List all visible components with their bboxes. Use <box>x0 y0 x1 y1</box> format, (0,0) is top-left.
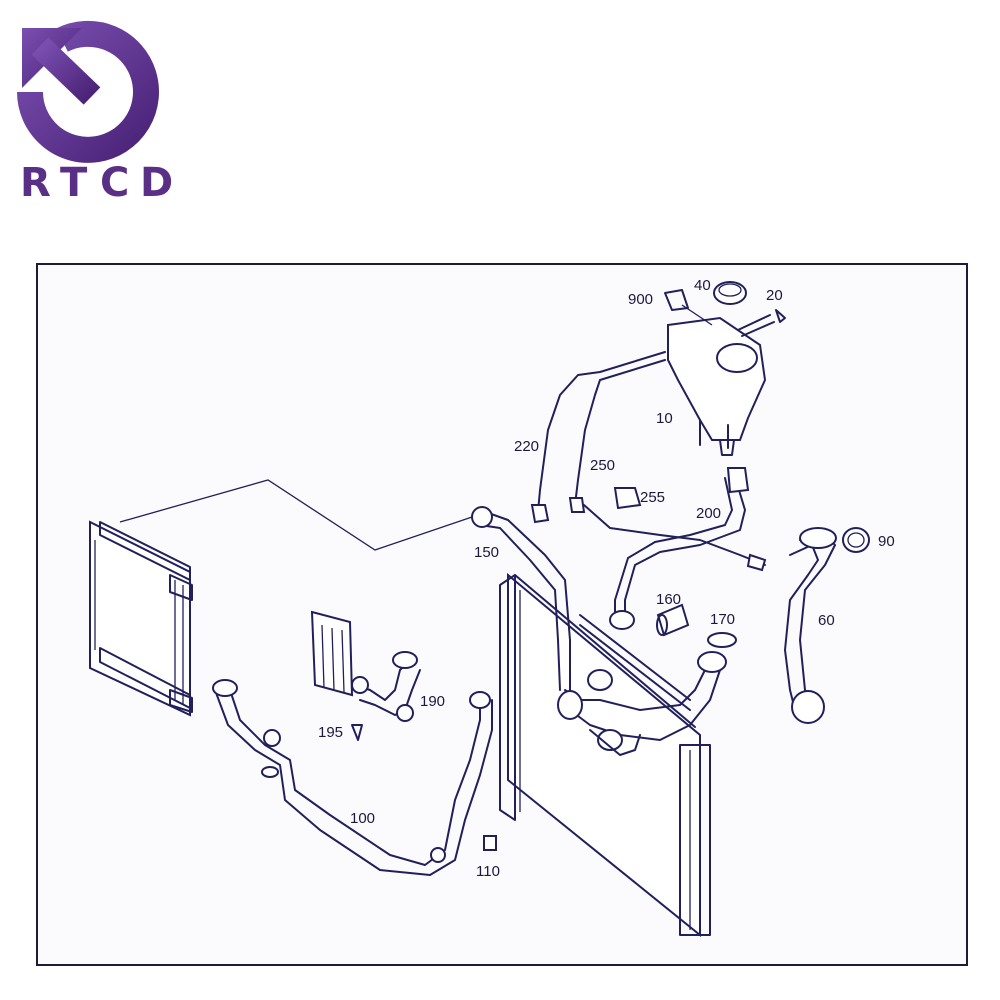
logo-letter-t: T <box>60 160 88 206</box>
expansion-tank <box>667 316 767 456</box>
label-150: 150 <box>474 544 499 561</box>
label-40: 40 <box>694 277 711 294</box>
label-170: 170 <box>710 611 735 628</box>
label-190: 190 <box>420 693 445 710</box>
rtcd-logo <box>17 20 159 163</box>
circular-arrow-icon <box>17 20 159 163</box>
tank-cap <box>713 281 747 305</box>
sleeve-160 <box>656 603 690 637</box>
logo-letter-c: C <box>100 160 130 206</box>
label-20: 20 <box>766 287 783 304</box>
oil-cooler <box>310 610 354 697</box>
auxiliary-radiator <box>89 520 193 717</box>
label-220: 220 <box>514 438 539 455</box>
label-195: 195 <box>318 724 343 741</box>
label-250: 250 <box>590 457 615 474</box>
main-radiator <box>499 572 711 938</box>
label-160: 160 <box>656 591 681 608</box>
label-200: 200 <box>696 505 721 522</box>
label-100: 100 <box>350 810 375 827</box>
label-110: 110 <box>476 863 500 880</box>
label-10: 10 <box>656 410 673 427</box>
logo-letter-r: R <box>20 160 51 206</box>
logo-letter-d: D <box>140 160 174 206</box>
label-900: 900 <box>628 291 653 308</box>
label-90: 90 <box>878 533 895 550</box>
diagram-frame <box>36 263 968 966</box>
label-60: 60 <box>818 612 835 629</box>
label-255: 255 <box>640 489 665 506</box>
